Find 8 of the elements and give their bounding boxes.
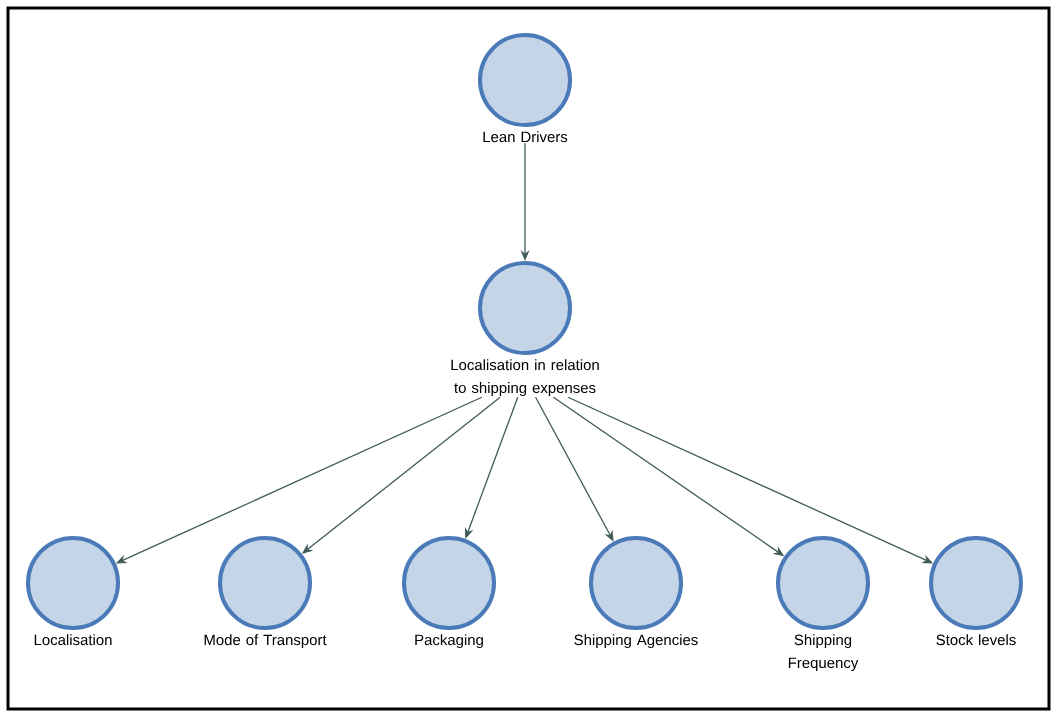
node-label: Stock levels [936, 634, 1016, 646]
node-label: Mode of Transport [204, 634, 327, 649]
node-label: Shipping Agencies [574, 634, 698, 649]
node-label: Localisation in relation to shipping expenses [451, 359, 599, 397]
node-label: Packaging [415, 634, 483, 649]
node-label: Shipping Frequency [788, 634, 859, 672]
node-label: Lean Drivers [483, 131, 568, 143]
node-label: Localisation [34, 634, 112, 646]
